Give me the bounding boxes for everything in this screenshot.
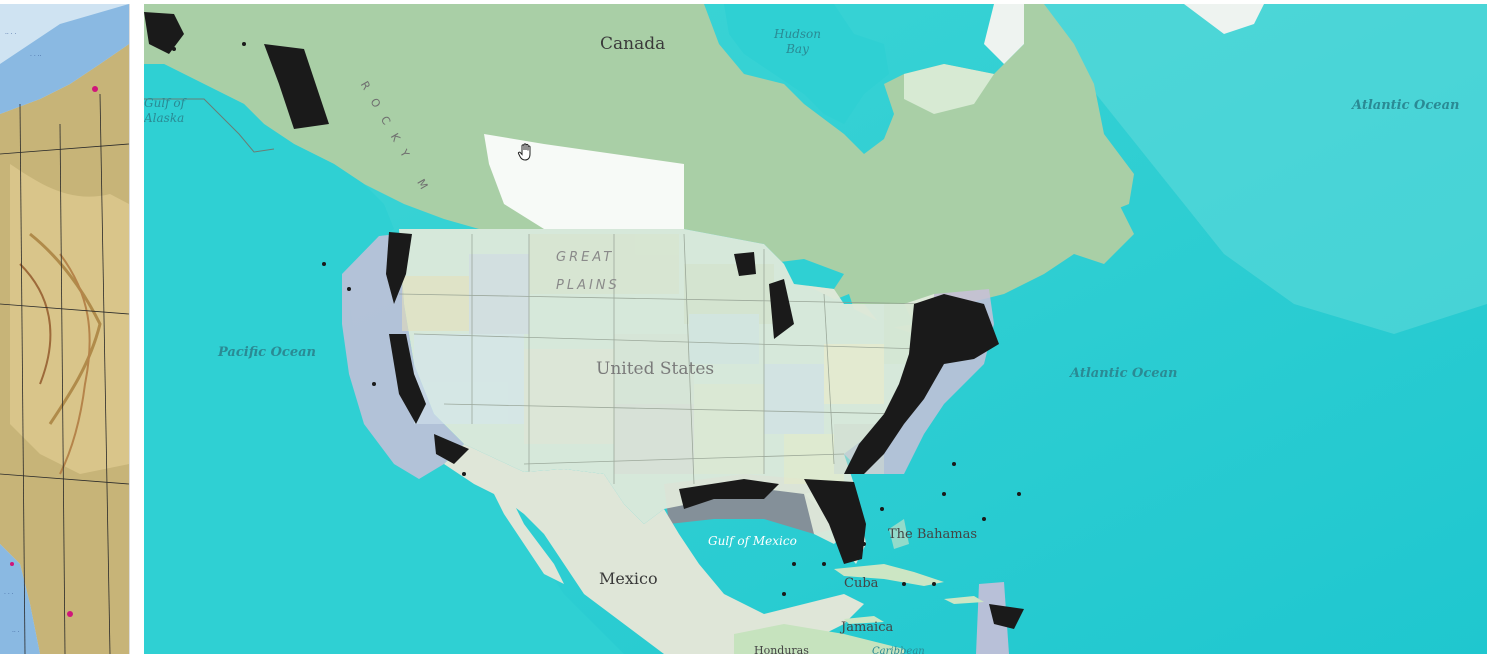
label-cuba: Cuba — [844, 576, 879, 591]
svg-text:.. . .: .. . . — [5, 29, 17, 36]
svg-text:. . .: . . . — [4, 589, 14, 596]
label-atlantic-ocean-north: Atlantic Ocean — [1352, 98, 1460, 113]
nautical-chart-panel: .. . . . . .. . . . .. . — [0, 4, 130, 654]
label-mexico: Mexico — [599, 569, 658, 588]
label-atlantic-ocean-mid: Atlantic Ocean — [1070, 366, 1178, 381]
label-gulf-of-alaska: Gulf of Alaska — [144, 96, 186, 125]
cuba-island — [834, 564, 944, 586]
label-hudson-bay: Hudson Bay — [774, 27, 821, 56]
label-caribbean: Caribbean — [872, 646, 925, 654]
label-pacific-ocean: Pacific Ocean — [218, 345, 316, 360]
label-the-bahamas: The Bahamas — [888, 527, 978, 542]
label-united-states: United States — [596, 359, 715, 379]
svg-text:.. .: .. . — [12, 627, 20, 634]
label-gulf-of-mexico: Gulf of Mexico — [708, 534, 797, 548]
land-mexico — [444, 444, 864, 654]
basemap — [144, 4, 1487, 654]
label-canada: Canada — [600, 34, 666, 54]
hudson-bay — [724, 4, 889, 124]
label-jamaica: Jamaica — [841, 620, 894, 635]
label-great-plains: GREAT PLAINS — [556, 250, 620, 293]
svg-text:. . ..: . . .. — [30, 51, 42, 58]
hand-pan-icon — [517, 143, 531, 161]
label-honduras: Honduras — [754, 644, 809, 654]
nautical-chart: .. . . . . .. . . . .. . — [0, 4, 129, 654]
vessel-markers — [144, 12, 1024, 629]
map-view[interactable]: Canada Hudson Bay Gulf of Alaska ROCKY M… — [144, 4, 1487, 654]
